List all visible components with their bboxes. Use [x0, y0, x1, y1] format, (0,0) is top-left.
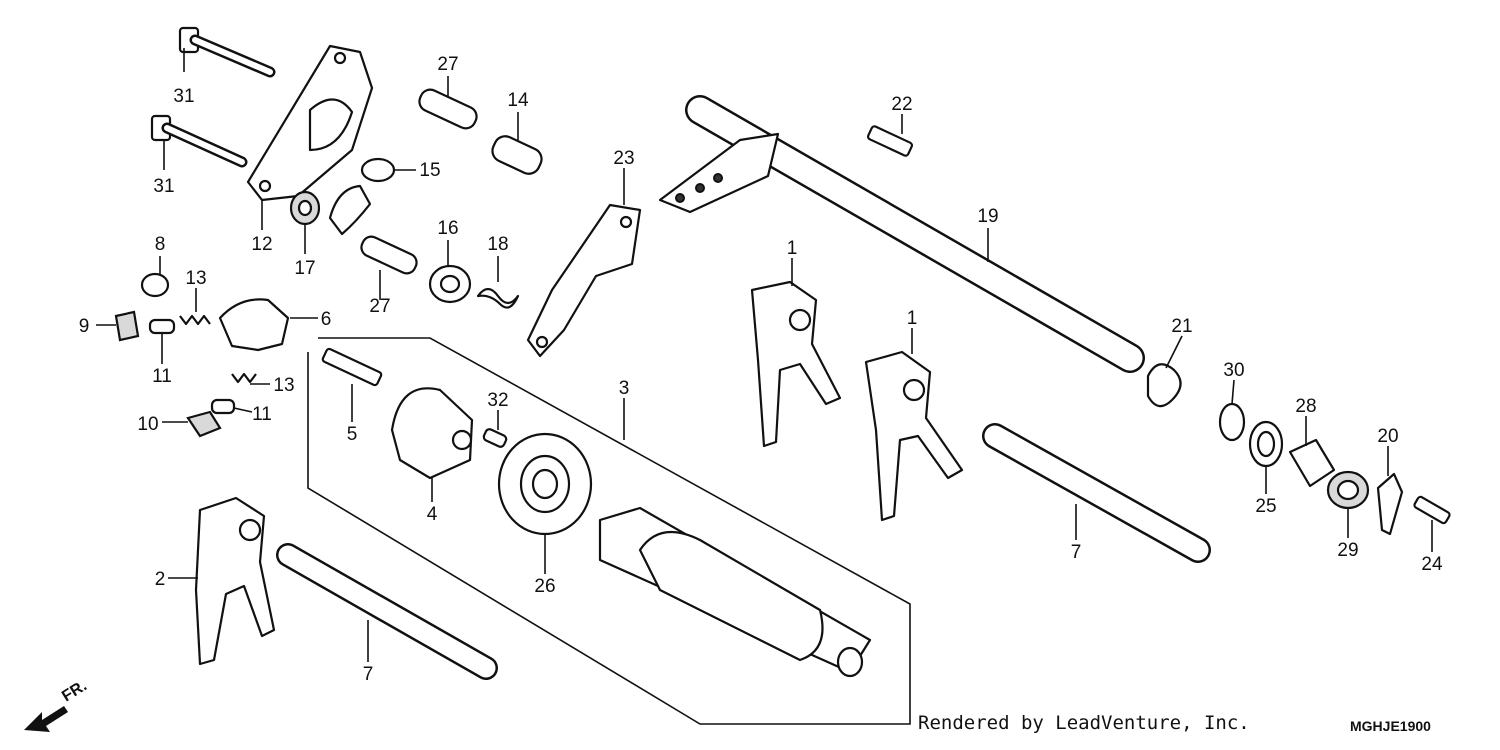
callout-8: 8: [155, 234, 166, 255]
shift-fork-1-upper: [750, 280, 842, 448]
callout-6: 6: [321, 309, 332, 330]
rendered-by-credit: Rendered by LeadVenture, Inc.: [918, 712, 1250, 734]
shift-fork-2: [194, 496, 276, 666]
callout-15: 15: [419, 160, 440, 181]
bolt-31-upper: [178, 26, 276, 78]
callout-14: 14: [507, 90, 529, 111]
fork-shaft-7-right: [982, 423, 1211, 563]
callout-31-lower: 31: [153, 176, 174, 197]
callout-26: 26: [534, 576, 555, 597]
callout-20: 20: [1377, 426, 1398, 447]
leader-lines: [96, 48, 1433, 662]
callout-31-upper: 31: [173, 86, 194, 107]
assembly-frame: [307, 337, 911, 725]
shift-fork-1-lower: [864, 350, 964, 522]
drum-center-4: [390, 387, 474, 480]
callout-17: 17: [294, 258, 315, 279]
gearshift-spindle-19: [658, 95, 1145, 373]
pin-11-upper: [148, 318, 176, 335]
nut-8: [140, 272, 170, 298]
callout-25: 25: [1255, 496, 1276, 517]
callout-12: 12: [251, 234, 272, 255]
callout-27-upper: 27: [437, 54, 458, 75]
return-spring-21: [1146, 363, 1182, 408]
callout-23: 23: [613, 148, 634, 169]
collar-27-upper: [418, 88, 478, 130]
callout-11-upper: 11: [152, 366, 172, 387]
plate-20: [1376, 472, 1404, 536]
pin-32: [482, 428, 508, 448]
shift-arm-23: [526, 203, 642, 358]
fork-shaft-7-left: [276, 543, 498, 680]
callout-27-lower: 27: [369, 296, 390, 317]
spring-18: [476, 287, 520, 309]
callout-19: 19: [977, 206, 998, 227]
collar-27-lower: [360, 235, 418, 275]
callout-1-lower: 1: [907, 308, 918, 329]
callout-7-left: 7: [363, 664, 374, 685]
callout-30: 30: [1223, 360, 1244, 381]
pin-10: [186, 410, 222, 438]
callout-22: 22: [891, 94, 912, 115]
callout-7-right: 7: [1071, 542, 1082, 563]
callout-9: 9: [79, 316, 90, 337]
front-direction-label: FR.: [59, 677, 90, 705]
bolt-5: [321, 347, 383, 387]
collar-14: [491, 135, 543, 175]
callout-3: 3: [619, 378, 630, 399]
pin-11-lower: [210, 398, 236, 415]
stopper-arm: [328, 184, 372, 236]
front-direction-arrow-icon: FR.: [24, 677, 90, 732]
washer-15: [360, 157, 396, 183]
callout-13-upper: 13: [185, 268, 206, 289]
callout-2: 2: [155, 569, 166, 590]
callout-1-upper: 1: [787, 238, 798, 259]
circlip-30: [1218, 402, 1246, 442]
diagram-code: MGHJE1900: [1350, 718, 1431, 734]
callout-24: 24: [1421, 554, 1443, 575]
needle-bearing-28: [1288, 438, 1336, 488]
pin-9: [114, 310, 140, 342]
bolt-24: [1413, 495, 1451, 525]
callout-11-lower: 11: [252, 404, 272, 425]
shift-drum-3: [598, 506, 872, 678]
callout-10: 10: [137, 414, 158, 435]
spring-13-upper: [179, 314, 211, 326]
callout-21: 21: [1171, 316, 1192, 337]
callout-29: 29: [1337, 540, 1358, 561]
callout-5: 5: [347, 424, 358, 445]
shift-drum-center-6: [218, 298, 290, 352]
callout-28: 28: [1295, 396, 1316, 417]
bolt-22: [866, 125, 914, 157]
callout-32: 32: [487, 390, 508, 411]
callout-18: 18: [487, 234, 508, 255]
spring-13-lower: [231, 372, 257, 384]
callout-13-lower: 13: [273, 375, 294, 396]
callout-4: 4: [427, 504, 438, 525]
callout-16: 16: [437, 218, 458, 239]
bolt-31-lower: [150, 114, 248, 168]
